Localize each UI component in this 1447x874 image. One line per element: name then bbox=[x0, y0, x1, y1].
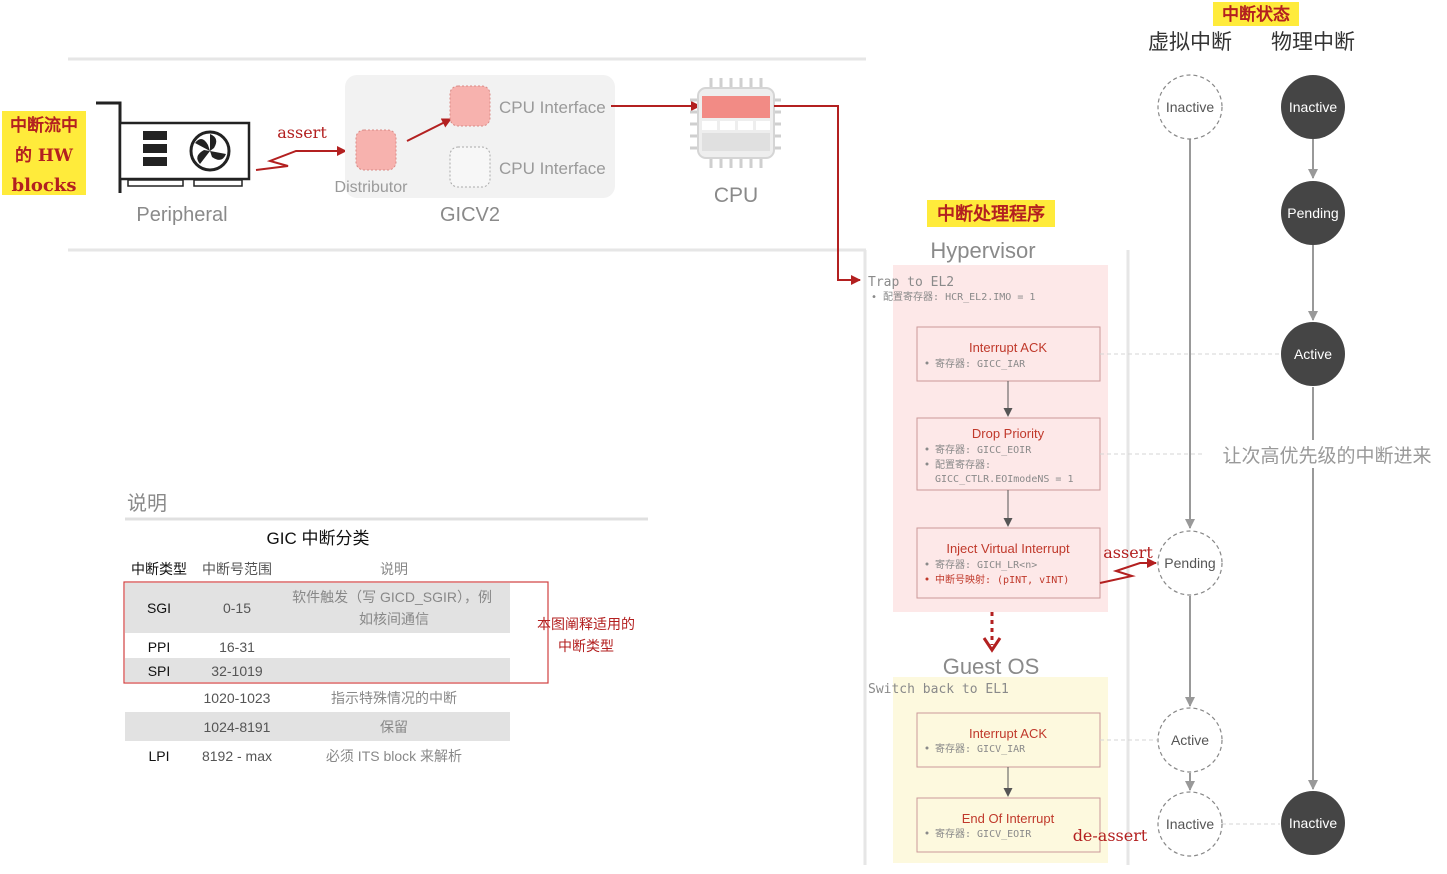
table-header-desc: 说明 bbox=[380, 561, 408, 577]
table-row-sgi-range: 0-15 bbox=[223, 600, 251, 616]
legend-heading: 说明 bbox=[127, 492, 167, 515]
svg-text:Inactive: Inactive bbox=[1289, 99, 1337, 115]
virtual-state-inactive: Inactive bbox=[1157, 74, 1223, 140]
svg-text:中断流中: 中断流中 bbox=[10, 115, 78, 136]
cpu-to-hypervisor-arrow bbox=[774, 105, 861, 285]
hyp-box-inject-virtual: Inject Virtual Interrupt 寄存器: GICH_LR<n>… bbox=[916, 527, 1101, 599]
peripheral-label: Peripheral bbox=[136, 204, 227, 226]
handler-title: 中断处理程序 bbox=[927, 200, 1055, 227]
applicable-types-note-1: 本图阐释适用的 bbox=[537, 616, 635, 632]
cpu-interface-1-block bbox=[449, 85, 491, 127]
table-row-sgi-type: SGI bbox=[147, 600, 171, 616]
table-row-spi-type: SPI bbox=[148, 663, 171, 679]
distributor-label: Distributor bbox=[335, 179, 409, 196]
svg-text:寄存器: GICV_IAR: 寄存器: GICV_IAR bbox=[935, 742, 1026, 755]
svg-text:blocks: blocks bbox=[12, 175, 77, 196]
physical-state-pending: Pending bbox=[1281, 181, 1345, 245]
physical-state-inactive: Inactive bbox=[1281, 75, 1345, 139]
table-title: GIC 中断分类 bbox=[267, 529, 370, 548]
trap-label: Trap to EL2 bbox=[868, 275, 954, 290]
table-row-reserved-range: 1024-8191 bbox=[204, 719, 271, 735]
peripheral-card-icon bbox=[96, 101, 251, 193]
gicv2-label: GICV2 bbox=[440, 204, 500, 226]
inject-assert-arrow bbox=[1099, 558, 1157, 584]
table-header-type: 中断类型 bbox=[131, 561, 187, 577]
virtual-column-title: 虚拟中断 bbox=[1148, 31, 1232, 54]
svg-text:Inactive: Inactive bbox=[1166, 99, 1214, 115]
table-row-reserved-desc: 保留 bbox=[380, 719, 408, 735]
svg-text:Inactive: Inactive bbox=[1289, 815, 1337, 831]
inject-assert-label: assert bbox=[1103, 543, 1153, 562]
table-row-special-desc: 指示特殊情况的中断 bbox=[331, 690, 457, 706]
trap-note: • 配置寄存器: HCR_EL2.IMO = 1 bbox=[871, 290, 1035, 303]
virtual-state-inactive-end: Inactive bbox=[1157, 791, 1223, 857]
table-row-ppi-type: PPI bbox=[148, 639, 171, 655]
svg-text:寄存器: GICC_IAR: 寄存器: GICC_IAR bbox=[935, 357, 1026, 370]
svg-text:Drop Priority: Drop Priority bbox=[972, 426, 1045, 441]
table-row-spi-range: 32-1019 bbox=[211, 663, 263, 679]
applicable-types-note-2: 中断类型 bbox=[558, 638, 614, 654]
hyp-to-guest-arrowhead bbox=[982, 637, 1002, 653]
switch-back-label: Switch back to EL1 bbox=[868, 682, 1009, 697]
table-row-bg-spi bbox=[125, 658, 510, 682]
svg-text:Interrupt ACK: Interrupt ACK bbox=[969, 340, 1047, 355]
distributor-to-cpuif-arrow bbox=[406, 118, 452, 142]
hypervisor-label: Hypervisor bbox=[930, 238, 1035, 263]
hyp-box-interrupt-ack: Interrupt ACK 寄存器: GICC_IAR bbox=[916, 326, 1101, 382]
svg-text:寄存器: GICV_EOIR: 寄存器: GICV_EOIR bbox=[935, 827, 1032, 840]
cpu-interface-2-label: CPU Interface bbox=[499, 159, 606, 178]
distributor-block bbox=[355, 129, 397, 171]
svg-text:Inject Virtual Interrupt: Inject Virtual Interrupt bbox=[946, 541, 1070, 556]
deassert-label: de-assert bbox=[1073, 826, 1148, 845]
physical-column-title: 物理中断 bbox=[1271, 31, 1355, 54]
applicable-types-box bbox=[123, 581, 549, 684]
virtual-state-active: Active bbox=[1157, 707, 1223, 773]
table-header-range: 中断号范围 bbox=[202, 561, 272, 577]
table-row-lpi-range: 8192 - max bbox=[202, 748, 272, 764]
svg-text:配置寄存器:: 配置寄存器: bbox=[935, 458, 991, 471]
hyp-box-drop-priority: Drop Priority 寄存器: GICC_EOIR 配置寄存器: GICC… bbox=[916, 417, 1101, 491]
svg-text:Pending: Pending bbox=[1164, 555, 1215, 571]
svg-text:寄存器: GICH_LR<n>: 寄存器: GICH_LR<n> bbox=[935, 558, 1037, 571]
peripheral-assert-arrow bbox=[255, 146, 347, 171]
guest-os-label: Guest OS bbox=[943, 654, 1040, 679]
guest-box-end-of-interrupt: End Of Interrupt 寄存器: GICV_EOIR bbox=[916, 797, 1101, 853]
cpu-label: CPU bbox=[714, 184, 758, 207]
svg-text:中断号映射: (pINT, vINT): 中断号映射: (pINT, vINT) bbox=[935, 573, 1069, 586]
let-next-label: 让次高优先级的中断进来 bbox=[1222, 445, 1431, 467]
gicv2-box bbox=[345, 75, 615, 198]
svg-text:Interrupt ACK: Interrupt ACK bbox=[969, 726, 1047, 741]
peripheral-assert-label: assert bbox=[277, 123, 327, 142]
let-next-label-bg bbox=[1206, 440, 1446, 468]
physical-state-active: Active bbox=[1281, 322, 1345, 386]
svg-text:End Of Interrupt: End Of Interrupt bbox=[962, 811, 1055, 826]
svg-text:Pending: Pending bbox=[1287, 205, 1338, 221]
table-row-bg-sgi bbox=[125, 583, 510, 633]
virtual-state-pending: Pending bbox=[1157, 530, 1223, 596]
state-title: 中断状态 bbox=[1213, 2, 1299, 26]
cpu-interface-2-block bbox=[449, 146, 491, 188]
table-row-bg-reserved bbox=[125, 712, 510, 741]
svg-text:的 HW: 的 HW bbox=[15, 145, 74, 166]
table-row-special-range: 1020-1023 bbox=[204, 690, 271, 706]
svg-text:中断状态: 中断状态 bbox=[1222, 4, 1290, 25]
table-row-lpi-desc: 必须 ITS block 来解析 bbox=[326, 748, 462, 764]
physical-state-inactive-end: Inactive bbox=[1281, 791, 1345, 855]
guest-box-interrupt-ack: Interrupt ACK 寄存器: GICV_IAR bbox=[916, 712, 1101, 768]
svg-text:Active: Active bbox=[1294, 346, 1332, 362]
table-row-lpi-type: LPI bbox=[148, 748, 169, 764]
svg-text:Active: Active bbox=[1171, 732, 1209, 748]
svg-text:中断处理程序: 中断处理程序 bbox=[937, 203, 1045, 225]
hw-blocks-label: 中断流中 的 HW blocks bbox=[2, 111, 86, 196]
table-row-sgi-desc: 软件触发（写 GICD_SGIR），例 如核间通信 bbox=[292, 589, 496, 627]
cpu-interface-1-label: CPU Interface bbox=[499, 98, 606, 117]
cpu-chip-icon bbox=[690, 78, 781, 168]
svg-text:寄存器: GICC_EOIR: 寄存器: GICC_EOIR bbox=[935, 443, 1032, 456]
svg-text:Inactive: Inactive bbox=[1166, 816, 1214, 832]
table-row-ppi-range: 16-31 bbox=[219, 639, 255, 655]
svg-text:GICC_CTLR.EOImodeNS = 1: GICC_CTLR.EOImodeNS = 1 bbox=[935, 474, 1073, 485]
